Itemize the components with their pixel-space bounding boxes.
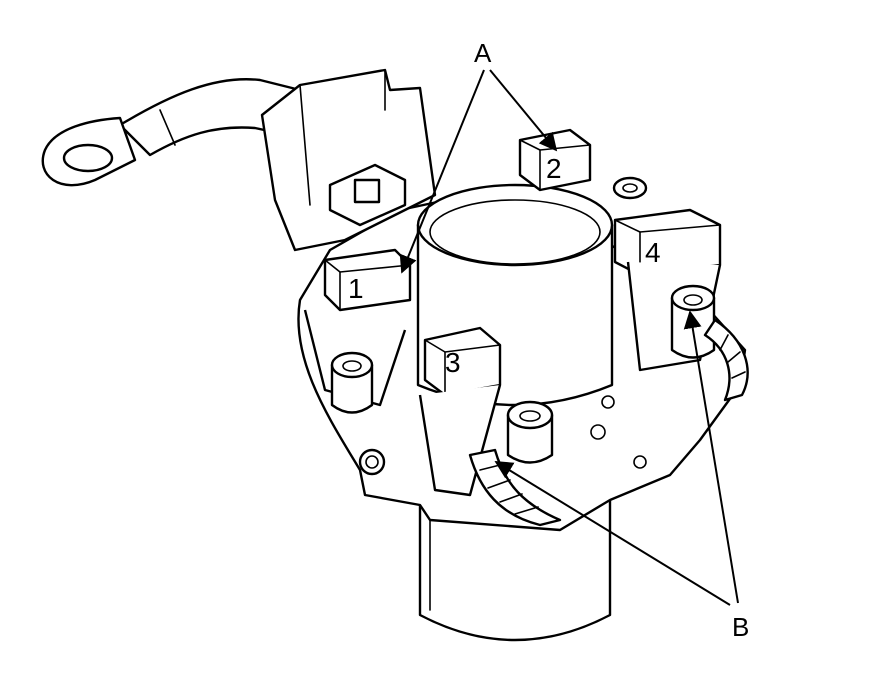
brush-3-number: 3	[445, 347, 461, 378]
callout-b-label: B	[732, 612, 749, 642]
brush-2-number: 2	[546, 153, 562, 184]
brush-lead-wire-right	[703, 318, 749, 402]
callout-a-leader-right	[489, 69, 558, 152]
left-bracket	[260, 68, 437, 252]
armature-shaft	[418, 498, 612, 642]
callout-b: B	[494, 310, 749, 642]
callout-b-leader-left	[494, 461, 731, 606]
mounting-hole	[358, 448, 386, 476]
callout-a-label: A	[474, 38, 492, 68]
brush-1-number: 1	[348, 273, 364, 304]
brush-3: 3	[418, 326, 502, 497]
brush-spring-top	[612, 176, 648, 200]
brush-4-number: 4	[645, 237, 661, 268]
brush-spring-left	[330, 351, 374, 414]
brush-2: 2	[518, 128, 592, 192]
brush-spring-front	[506, 400, 554, 464]
callout-b-leader-right	[683, 310, 739, 604]
callout-a: A	[399, 38, 558, 274]
brush-spring-right	[670, 284, 716, 359]
callout-a-leader-left	[399, 69, 485, 274]
